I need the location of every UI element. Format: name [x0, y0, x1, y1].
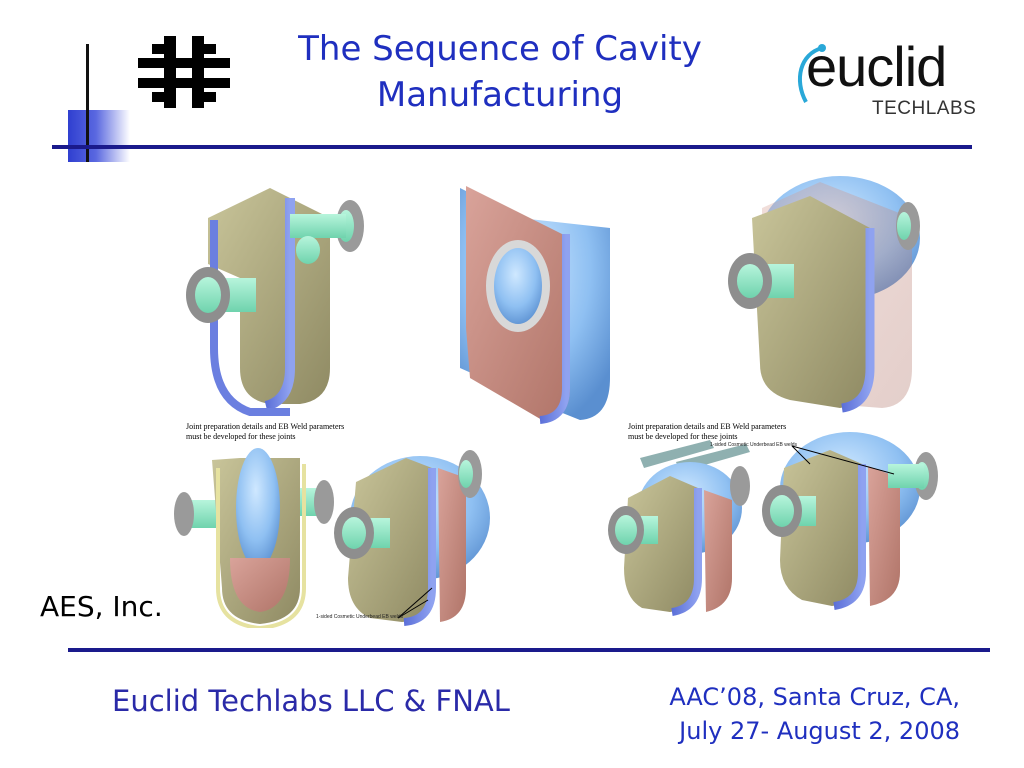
- footer-rule: [68, 648, 990, 652]
- drawing-step-1: [186, 188, 364, 416]
- vertical-rule: [86, 44, 89, 162]
- joint-note-left-line-2: must be developed for these joints: [186, 432, 296, 441]
- accent-square: [68, 110, 130, 162]
- joint-note-left-line-1: Joint preparation details and EB Weld pa…: [186, 422, 345, 431]
- footer-conference-line-2: July 27- August 2, 2008: [679, 717, 960, 745]
- logo-subtitle: TECHLABS: [872, 98, 977, 119]
- joint-note-right-line-2: must be developed for these joints: [628, 432, 738, 441]
- drawing-step-2: [460, 186, 610, 424]
- title-line-1: The Sequence of Cavity: [298, 29, 702, 69]
- footer-conference-line-1: AAC’08, Santa Cruz, CA,: [669, 683, 960, 711]
- figure-credit: AES, Inc.: [40, 590, 163, 623]
- cavity-drawings: [174, 176, 938, 631]
- drawing-step-3: [728, 176, 920, 413]
- joint-note-right-line-1: Joint preparation details and EB Weld pa…: [628, 422, 787, 431]
- weld-label-left: 1-sided Cosmetic Underbead EB welds: [316, 614, 403, 620]
- footer-organization: Euclid Techlabs LLC & FNAL: [112, 684, 510, 718]
- drawing-step-5: [334, 450, 490, 626]
- page-title: The Sequence of Cavity Manufacturing: [280, 26, 720, 118]
- drawing-step-7: [762, 432, 938, 610]
- fermilab-logo-icon: [138, 36, 230, 108]
- header-rule: [52, 145, 972, 149]
- drawing-step-4: [174, 448, 334, 631]
- logo-swoosh-icon: [797, 44, 826, 103]
- title-line-2: Manufacturing: [376, 75, 624, 115]
- joint-note-left: Joint preparation details and EB Weld pa…: [186, 422, 366, 442]
- footer-conference: AAC’08, Santa Cruz, CA, July 27- August …: [636, 680, 960, 748]
- drawing-step-6: [608, 440, 750, 616]
- cavity-figure: Joint preparation details and EB Weld pa…: [170, 168, 950, 631]
- joint-note-right: Joint preparation details and EB Weld pa…: [628, 422, 808, 442]
- weld-label-right: 1-sided Cosmetic Underbead EB welds: [710, 442, 797, 448]
- logo-wordmark: euclid: [806, 35, 947, 98]
- euclid-logo: euclid TECHLABS: [792, 35, 992, 124]
